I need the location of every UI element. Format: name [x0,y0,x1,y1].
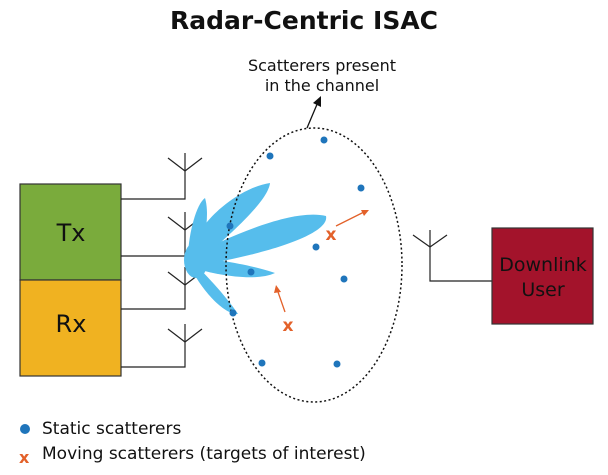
static-scatterer [229,309,237,317]
tx-feed-line-2 [121,230,186,257]
beam-pattern [184,183,327,315]
velocity-arrow-line [277,291,286,313]
scatterers-annotation: Scatterers present in the channel [222,56,422,96]
velocity-arrow-line [335,211,365,227]
user-label-line-2: User [521,279,564,301]
tx-feed-line-1 [121,171,186,200]
diagram-title: Radar-Centric ISAC [169,6,439,35]
legend-static-label: Static scatterers [42,419,182,439]
legend-moving-label: Moving scatterers (targets of interest) [42,444,366,464]
user-feed-line [429,247,493,282]
tx-box [19,183,122,281]
static-scatterer [226,222,234,230]
rx-label: Rx [56,310,87,338]
scatterer-region [225,127,403,403]
annotation-arrow-line [306,101,319,129]
velocity-arrow-head [361,210,369,216]
static-scatterer [340,275,348,283]
legend-static-marker [20,424,30,434]
downlink-user-box [491,227,594,325]
user-label-line-1: Downlink [499,254,586,276]
tx-label: Tx [56,219,86,247]
antenna-icon [167,324,203,343]
static-scatterer [320,136,328,144]
static-scatterer [357,184,365,192]
rx-feed-line-2 [121,342,186,368]
antenna-icon [167,153,203,172]
moving-scatterer: x [283,316,294,336]
annotation-line-2: in the channel [264,76,380,95]
rx-box [19,279,122,377]
static-scatterer [258,359,266,367]
annotation-arrow-head [313,96,321,107]
antenna-icon [412,230,448,248]
annotation-line-1: Scatterers present [247,56,397,75]
static-scatterer [333,360,341,368]
static-scatterer [266,152,274,160]
moving-scatterer: x [326,225,337,245]
legend-moving-marker: x [19,448,30,467]
static-scatterer [247,268,255,276]
static-scatterer [312,243,320,251]
velocity-arrow-head [274,285,281,293]
rx-feed-line-1 [121,285,186,310]
